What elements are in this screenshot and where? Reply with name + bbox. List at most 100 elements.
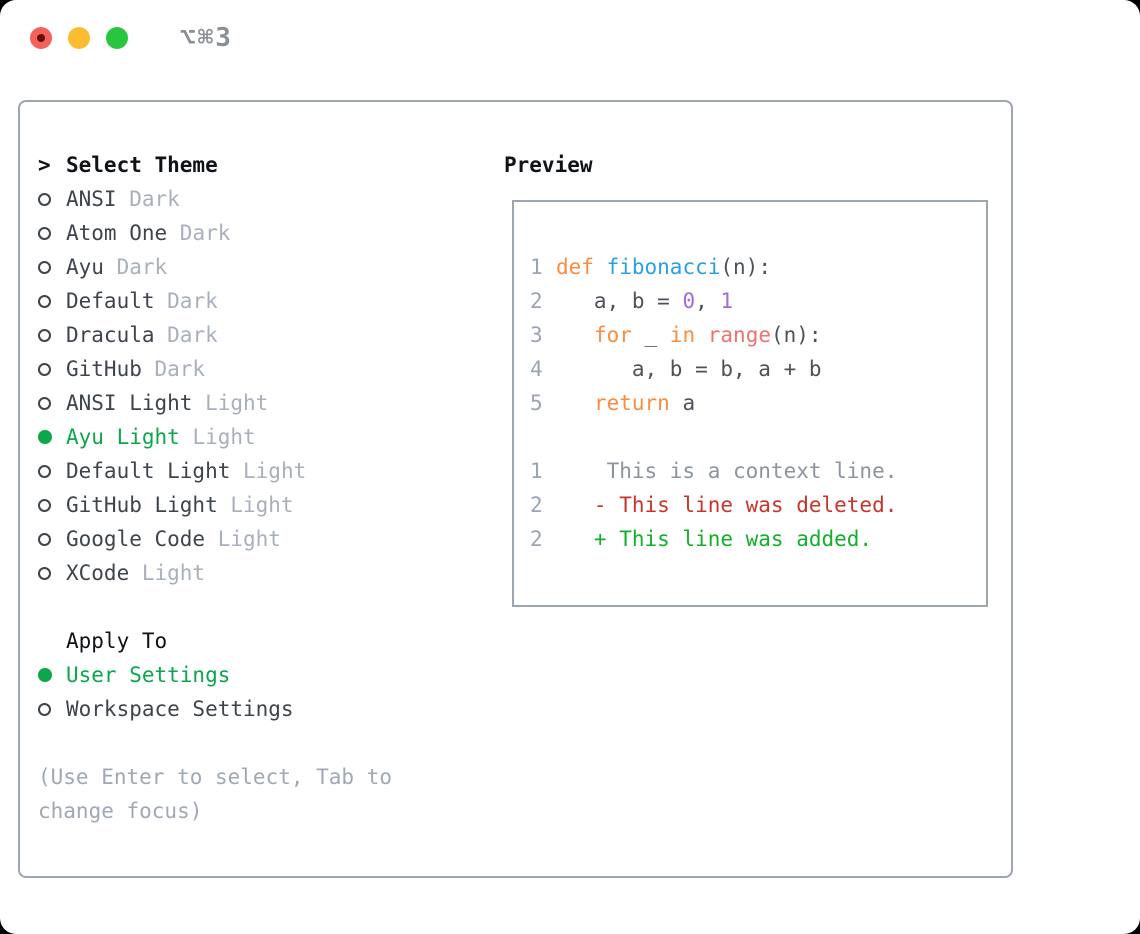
code-token [695, 323, 708, 347]
radio-gutter [38, 566, 66, 580]
theme-option-default-light[interactable]: Default Light Light [38, 454, 392, 488]
radio-gutter [38, 464, 66, 478]
radio-gutter [38, 396, 66, 410]
apply-option-label: Workspace Settings [66, 697, 294, 721]
code-token: in [669, 323, 696, 347]
apply-to-header: Apply To [38, 624, 392, 658]
radio-gutter [38, 498, 66, 512]
diff-line-deleted: 2 - This line was deleted. [530, 488, 986, 522]
radio-icon [38, 566, 51, 580]
code-token [556, 323, 594, 347]
theme-name: ANSI [66, 187, 117, 211]
theme-variant: Light [217, 493, 294, 517]
selection-prompt-icon: > [38, 153, 51, 177]
code-token: return [593, 391, 670, 415]
theme-option-github[interactable]: GitHub Dark [38, 352, 392, 386]
theme-variant: Dark [154, 289, 218, 313]
line-number: 5 [530, 391, 543, 415]
line-number: 4 [530, 357, 543, 381]
code-token [556, 391, 594, 415]
theme-variant: Light [230, 459, 307, 483]
theme-variant: Light [205, 527, 281, 551]
theme-option-xcode[interactable]: XCode Light [38, 556, 392, 590]
theme-name: Atom One [66, 221, 168, 245]
line-number: 2 [530, 527, 543, 551]
diff-text: + This line was added. [556, 527, 873, 551]
diff-text: - This line was deleted. [556, 493, 898, 517]
theme-option-atom-one[interactable]: Atom One Dark [38, 216, 392, 250]
theme-variant: Light [192, 391, 269, 415]
theme-name: Ayu Light [66, 425, 180, 449]
theme-name: Google Code [66, 527, 206, 551]
theme-variant: Light [179, 425, 256, 449]
theme-option-ansi[interactable]: ANSI Dark [38, 182, 392, 216]
radio-icon [38, 294, 51, 308]
apply-option-workspace-settings[interactable]: Workspace Settings [38, 692, 392, 726]
line-number: 1 [530, 459, 543, 483]
apply-to-title: Apply To [66, 629, 168, 653]
theme-option-dracula[interactable]: Dracula Dark [38, 318, 392, 352]
theme-name: Default [66, 289, 155, 313]
radio-icon [38, 396, 51, 410]
diff-line-context: 1 This is a context line. [530, 454, 986, 488]
radio-gutter [38, 668, 66, 682]
radio-selected-icon [38, 668, 52, 682]
theme-variant: Dark [116, 187, 180, 211]
theme-variant: Dark [154, 323, 218, 347]
radio-icon [38, 192, 51, 206]
theme-list-header: > Select Theme [38, 148, 392, 182]
radio-icon [38, 260, 51, 274]
diff-line-added: 2 + This line was added. [530, 522, 986, 556]
traffic-light-close-button[interactable] [30, 27, 52, 49]
traffic-light-zoom-button[interactable] [106, 27, 128, 49]
code-token [594, 255, 607, 279]
radio-icon [38, 702, 51, 716]
theme-name: XCode [66, 561, 130, 585]
radio-gutter [38, 328, 66, 342]
radio-icon [38, 328, 51, 342]
diff-text: This is a context line. [556, 459, 898, 483]
preview-diff-block: 1 This is a context line.2 - This line w… [530, 454, 986, 556]
theme-list-title: Select Theme [66, 153, 218, 177]
radio-gutter [38, 226, 66, 240]
code-token: def [556, 255, 594, 279]
theme-option-ansi-light[interactable]: ANSI Light Light [38, 386, 392, 420]
theme-option-ayu-light[interactable]: Ayu Light Light [38, 420, 392, 454]
theme-option-ayu[interactable]: Ayu Dark [38, 250, 392, 284]
code-token: 0 [682, 289, 696, 313]
radio-icon [38, 362, 51, 376]
code-line: 4 a, b = b, a + b [530, 352, 986, 386]
traffic-light-minimize-button[interactable] [68, 27, 90, 49]
theme-variant: Dark [167, 221, 231, 245]
apply-option-user-settings[interactable]: User Settings [38, 658, 392, 692]
radio-gutter [38, 702, 66, 716]
code-token: (n): [720, 255, 771, 279]
theme-option-default[interactable]: Default Dark [38, 284, 392, 318]
theme-name: ANSI Light [66, 391, 193, 415]
theme-option-google-code[interactable]: Google Code Light [38, 522, 392, 556]
line-number: 1 [530, 255, 543, 279]
code-token: (n): [770, 323, 822, 347]
theme-name: GitHub Light [66, 493, 218, 517]
theme-variant: Dark [103, 255, 168, 279]
radio-gutter [38, 362, 66, 376]
titlebar: ⌥⌘3 [0, 0, 1140, 100]
code-token: a, b = b, a + b [556, 357, 822, 381]
code-token: a [669, 391, 696, 415]
theme-option-github-light[interactable]: GitHub Light Light [38, 488, 392, 522]
code-token: , [695, 289, 721, 313]
radio-icon [38, 464, 51, 478]
theme-name: GitHub [66, 357, 142, 381]
help-text: (Use Enter to select, Tab to change focu… [38, 765, 393, 823]
theme-variant: Light [129, 561, 206, 585]
window-title: ⌥⌘3 [180, 23, 233, 53]
